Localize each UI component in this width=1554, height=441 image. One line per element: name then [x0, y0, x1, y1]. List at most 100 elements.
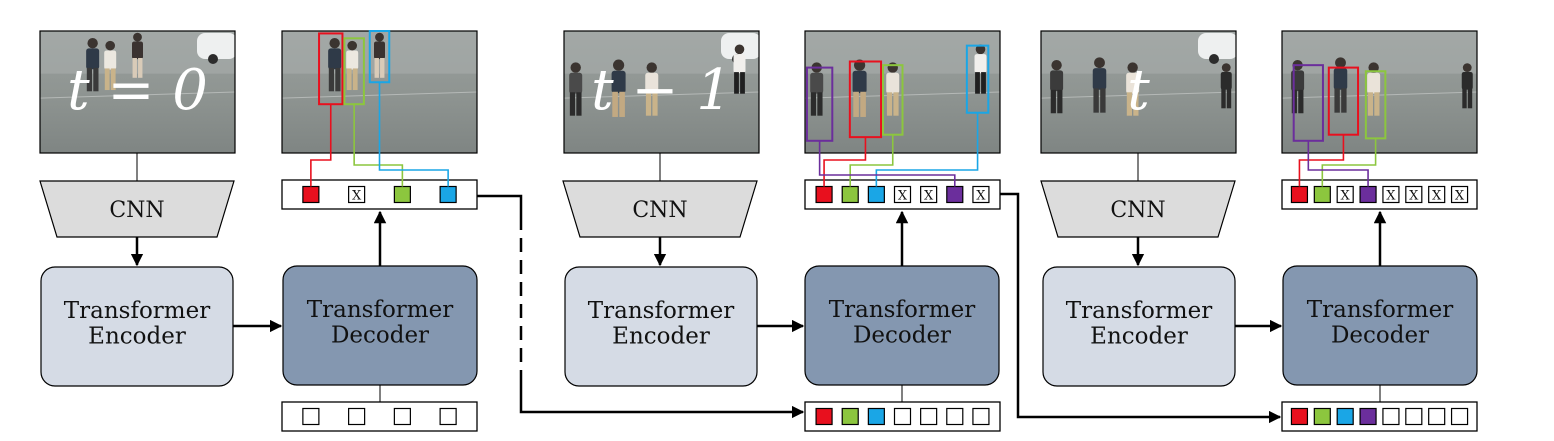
scene-line — [40, 91, 235, 99]
decoder-label-line: Decoder — [331, 322, 429, 348]
input-token-empty — [972, 407, 990, 426]
scene-line — [564, 91, 759, 99]
decoder-label-line: Decoder — [853, 322, 951, 348]
scene-car-wheel — [208, 54, 218, 64]
person-leg — [893, 92, 899, 116]
person-torso — [374, 41, 385, 60]
person-torso — [810, 72, 824, 94]
input-token-empty — [348, 407, 366, 426]
person-head — [1094, 57, 1105, 69]
output-token-red — [302, 185, 320, 204]
output-token-blue — [867, 185, 885, 204]
person-head — [1051, 59, 1062, 71]
person-leg — [612, 91, 618, 117]
output-token-x-mark: X — [898, 189, 908, 204]
person-leg — [1367, 92, 1373, 116]
input-token-empty — [302, 407, 320, 426]
input-token-blue — [1336, 407, 1354, 426]
person-leg — [110, 68, 116, 91]
person-torso — [974, 54, 987, 74]
output-token-x-mark: X — [1341, 189, 1351, 204]
input-token-empty — [1428, 407, 1446, 426]
person-leg — [1133, 92, 1139, 116]
track-link-purple — [1307, 140, 1369, 187]
person-torso — [328, 48, 342, 70]
person-head — [734, 44, 745, 55]
output-token-x — [893, 185, 912, 204]
person-head — [646, 62, 657, 73]
input-token-green — [841, 407, 859, 426]
scene-back — [1282, 31, 1477, 74]
output-token-x-mark: X — [924, 189, 934, 204]
person-leg — [86, 67, 92, 92]
encoder-label-line: Transformer — [1066, 298, 1212, 324]
cnn-block — [1040, 180, 1236, 238]
person-leg — [1298, 89, 1304, 114]
encoder-label-line: Encoder — [88, 323, 186, 349]
person-leg — [860, 91, 866, 117]
person-leg — [886, 92, 893, 116]
person-head — [105, 40, 115, 51]
output-token-green — [841, 185, 859, 204]
scene-car-wheel — [1209, 54, 1219, 64]
person-head — [1368, 62, 1379, 73]
output-token-x-mark: X — [976, 189, 986, 204]
track-link-purple — [818, 140, 956, 187]
input-token-empty — [1450, 407, 1469, 426]
scene-border — [563, 30, 760, 154]
person-leg — [619, 91, 625, 117]
output-token-x — [972, 185, 990, 204]
person-torso — [1126, 72, 1140, 94]
frame-time-label: t — [1127, 58, 1150, 123]
output-token-red — [815, 185, 833, 204]
person-head — [1335, 57, 1346, 69]
person-leg — [352, 68, 358, 91]
output-token-x — [1450, 185, 1469, 204]
person-head — [613, 59, 625, 71]
person-leg — [93, 67, 99, 92]
person-torso — [852, 70, 867, 94]
person-leg — [380, 58, 385, 78]
person-leg — [1374, 92, 1380, 116]
output-token-x — [348, 185, 366, 204]
person-head — [1462, 63, 1472, 72]
person-torso — [86, 48, 100, 70]
scene-photo — [564, 31, 759, 153]
track-link-green — [1321, 138, 1377, 187]
cnn-label: CNN — [109, 198, 164, 223]
output-token-purple — [946, 185, 964, 204]
person-torso — [569, 72, 583, 94]
track-link-red — [823, 137, 867, 187]
track-link-red — [310, 104, 332, 187]
bbox-purple — [805, 66, 834, 142]
person-leg — [576, 92, 582, 116]
person-head — [133, 32, 142, 42]
person-torso — [645, 72, 659, 94]
person-head — [375, 32, 384, 42]
person-torso — [1333, 68, 1348, 90]
output-token-purple — [1359, 185, 1377, 204]
input-token-empty — [1382, 407, 1400, 426]
frame-time-label: t − 1 — [591, 58, 732, 123]
scene-car — [1198, 33, 1236, 59]
person-torso — [1092, 68, 1107, 90]
person-torso — [886, 72, 900, 94]
output-token-x — [1382, 185, 1400, 204]
scene-photo — [1282, 31, 1477, 153]
person-leg — [1057, 89, 1063, 114]
output-token-red — [1290, 185, 1309, 204]
output-token-x-mark: X — [1386, 189, 1396, 204]
propagation-arrow-2 — [1000, 192, 1282, 424]
encoder-label-line: Transformer — [588, 298, 734, 324]
person-torso — [1050, 70, 1064, 92]
person-torso — [346, 50, 359, 70]
decoder-label-line: Decoder — [1331, 322, 1429, 348]
person-leg — [1100, 88, 1106, 113]
person-leg — [645, 92, 652, 116]
